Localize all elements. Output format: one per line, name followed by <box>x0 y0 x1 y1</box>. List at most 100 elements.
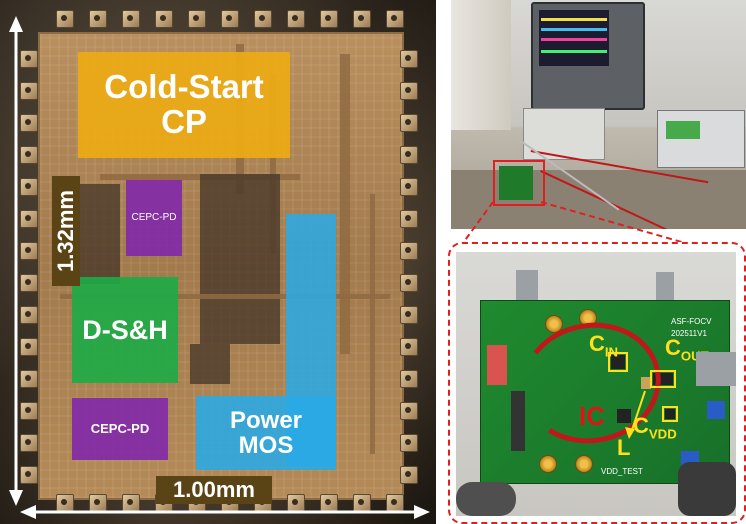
bond-pad <box>400 146 418 164</box>
bond-pad <box>20 434 38 452</box>
c-in-highlight <box>608 352 628 372</box>
bond-pad <box>400 402 418 420</box>
power-supply-display <box>666 121 700 139</box>
c-out-highlight <box>650 370 676 388</box>
ic-chip <box>617 409 631 423</box>
cepc-pd-bottom-label: CEPC-PD <box>90 421 150 437</box>
bond-pad <box>20 50 38 68</box>
bond-pad <box>400 50 418 68</box>
bond-pad <box>20 82 38 100</box>
bond-pad <box>89 494 107 512</box>
cepc-pd-top-label: CEPC-PD <box>131 211 177 223</box>
pin-header <box>511 391 525 451</box>
horizontal-arrow-head-left <box>20 505 36 519</box>
sma-connector <box>575 455 593 473</box>
potentiometer-right <box>707 401 725 419</box>
probe-bottom-left <box>456 482 516 516</box>
cepc-pd-bottom-block: CEPC-PD <box>72 398 168 460</box>
dimension-arrows <box>0 0 436 524</box>
bond-pad <box>20 306 38 324</box>
bond-pad <box>20 178 38 196</box>
inductor-arrow <box>630 390 646 434</box>
sma-connector <box>579 309 597 327</box>
vertical-arrow-head-top <box>9 16 23 32</box>
power-label: Power <box>229 406 303 434</box>
bond-pad <box>20 370 38 388</box>
bond-pad <box>400 114 418 132</box>
bond-pad <box>400 178 418 196</box>
sma-connector <box>539 455 557 473</box>
bond-pad <box>188 10 206 28</box>
bond-pad <box>400 82 418 100</box>
inductor-label: L <box>617 435 631 460</box>
sma-cable-top <box>516 270 538 300</box>
c-vdd-component <box>665 409 675 419</box>
test-board-small <box>499 166 533 200</box>
bond-pad <box>386 494 404 512</box>
bond-pad <box>221 10 239 28</box>
bond-pad <box>400 466 418 484</box>
height-dimension-label: 1.32mm <box>52 176 80 286</box>
sma-cable-right <box>696 352 736 386</box>
c-vdd-label: CVDD <box>633 413 677 442</box>
bond-pad <box>400 306 418 324</box>
bond-pad <box>353 10 371 28</box>
dsh-block: D-S&H <box>72 277 178 383</box>
bond-pad <box>20 402 38 420</box>
lab-cabinet <box>451 0 511 130</box>
vertical-arrow-head-bottom <box>9 490 23 506</box>
pcb-annotation-arrows <box>608 352 678 439</box>
bond-pad <box>20 274 38 292</box>
c-in-component <box>611 355 625 369</box>
bond-pad <box>20 146 38 164</box>
bond-pad <box>400 274 418 292</box>
c-out-component <box>653 373 673 385</box>
bond-pad <box>20 338 38 356</box>
sma-cable-top-right <box>656 272 674 300</box>
dip-switch <box>487 345 507 385</box>
bond-pad <box>20 466 38 484</box>
bond-pad <box>400 210 418 228</box>
bond-pad <box>400 242 418 260</box>
cepc-pd-top-block: CEPC-PD <box>126 180 182 256</box>
width-dimension-label: 1.00mm <box>156 476 272 504</box>
bond-pad <box>122 10 140 28</box>
dsh-label: D-S&H <box>82 314 168 345</box>
cold-start-cp-block: Cold-Start CP <box>78 52 290 158</box>
cp-label: CP <box>161 103 207 140</box>
bond-pad <box>155 10 173 28</box>
inductor-arrow-head <box>625 427 635 439</box>
bond-pad <box>20 210 38 228</box>
sma-connector <box>545 315 563 333</box>
bond-pad <box>89 10 107 28</box>
oscilloscope <box>531 2 645 110</box>
board-title-text: ASF-FOCV <box>671 317 712 326</box>
bond-pad <box>254 10 272 28</box>
bond-pad <box>20 114 38 132</box>
lab-setup-photo <box>451 0 746 229</box>
ic-label: IC <box>579 401 605 431</box>
bond-pad <box>56 10 74 28</box>
cold-start-label: Cold-Start <box>104 68 264 106</box>
bond-pad <box>386 10 404 28</box>
bond-pad <box>400 338 418 356</box>
die-micrograph: Cold-Start CP CEPC-PD D-S&H CEPC-PD Powe… <box>0 0 436 524</box>
pcb-closeup-photo: ASF-FOCV 202511V1 VDD_TEST CIN COUT IC C… <box>456 252 736 516</box>
vdd-test-text: VDD_TEST <box>601 467 643 476</box>
inductor <box>641 377 651 389</box>
probe-bottom-right <box>678 462 736 516</box>
horizontal-arrow-head-right <box>414 505 430 519</box>
mos-label: MOS <box>238 432 294 459</box>
pcb-board: ASF-FOCV 202511V1 VDD_TEST CIN COUT IC C… <box>480 300 730 484</box>
power-mos-block: Power MOS <box>196 396 336 470</box>
oscilloscope-screen <box>539 10 609 66</box>
bond-pad <box>20 242 38 260</box>
bond-pad <box>287 10 305 28</box>
bond-pad <box>400 370 418 388</box>
bond-pad <box>320 10 338 28</box>
board-highlight-box <box>493 160 545 206</box>
c-vdd-highlight <box>662 406 678 422</box>
power-supply <box>657 110 745 168</box>
board-version-text: 202511V1 <box>671 329 707 338</box>
